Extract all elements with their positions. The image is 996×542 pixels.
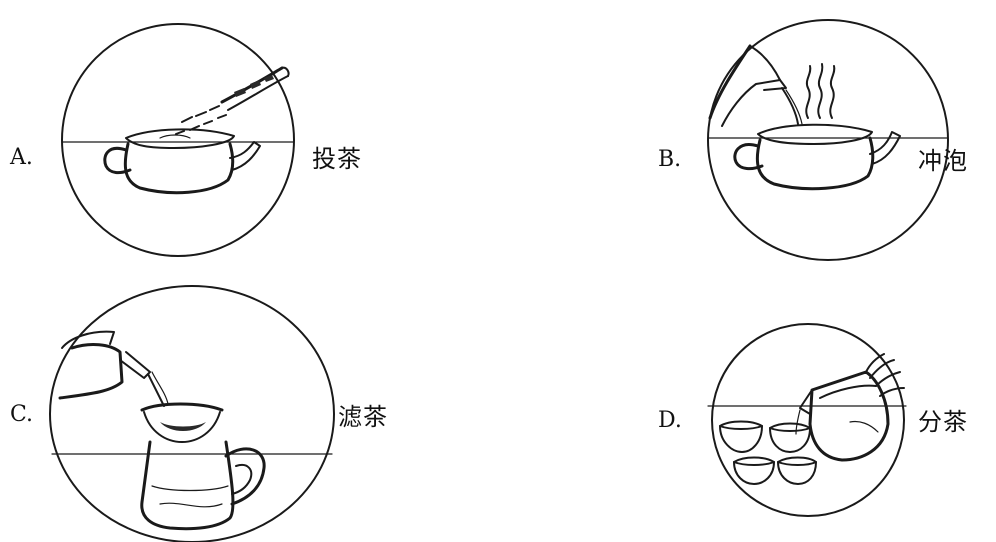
tea-leaves-into-teapot-illustration [61, 23, 295, 257]
option-d-caption: 分茶 [918, 408, 968, 436]
option-d-letter: D. [658, 408, 682, 433]
tea-through-strainer-illustration [49, 285, 335, 542]
option-c-letter: C. [10, 402, 34, 427]
option-a-letter: A. [10, 145, 33, 170]
water-into-teapot-illustration [707, 19, 949, 261]
option-b-letter: B. [658, 147, 682, 172]
pour-into-cups-illustration [707, 323, 907, 517]
option-b-caption: 冲泡 [918, 147, 968, 175]
option-a-caption: 投茶 [312, 145, 362, 173]
option-c-caption: 滤茶 [338, 403, 388, 431]
